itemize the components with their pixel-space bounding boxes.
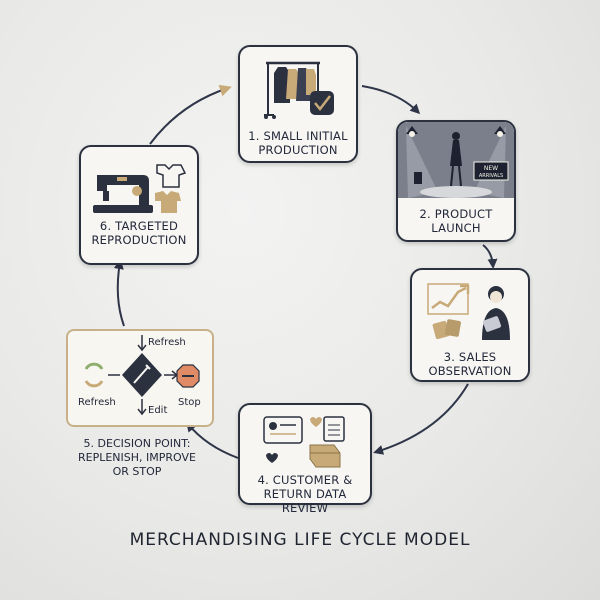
new-arrivals-sign-line1: NEW [484,165,498,172]
step-5-label: 5. DECISION POINT: REPLENISH, IMPROVE OR… [78,437,196,478]
arrow-1-to-2 [361,85,421,115]
option-refresh-left: Refresh [78,397,116,408]
new-arrivals-sign-line2: ARRIVALS [479,173,503,179]
runway-stage: NEW ARRIVALS [398,122,514,198]
arrow-3-to-4 [373,383,469,455]
option-stop: Stop [178,397,201,408]
arrow-6-to-1 [149,84,232,145]
diagram-title: MERCHANDISING LIFE CYCLE MODEL [129,530,471,550]
clothing-rack-icon [264,61,334,119]
sewing-machine-icon [93,164,187,213]
step-4-label: 4. CUSTOMER &RETURN DATA REVIEW [257,473,353,515]
sales-analyst-icon [427,283,510,340]
arrow-2-to-3 [482,244,498,269]
runway-model-icon: NEW ARRIVALS [406,126,509,198]
step-card-decision-point: Refresh Refresh Stop Edit [66,329,214,427]
option-edit: Edit [148,405,167,416]
data-review-icon [263,416,345,468]
arrow-4-to-5 [186,421,239,459]
option-refresh-top: Refresh [148,337,186,348]
step-card-customer-return-review: 4. CUSTOMER &RETURN DATA REVIEW [238,403,372,515]
arrow-5-to-6 [113,259,125,327]
decision-diamond-icon: Refresh Refresh Stop Edit [78,335,201,416]
